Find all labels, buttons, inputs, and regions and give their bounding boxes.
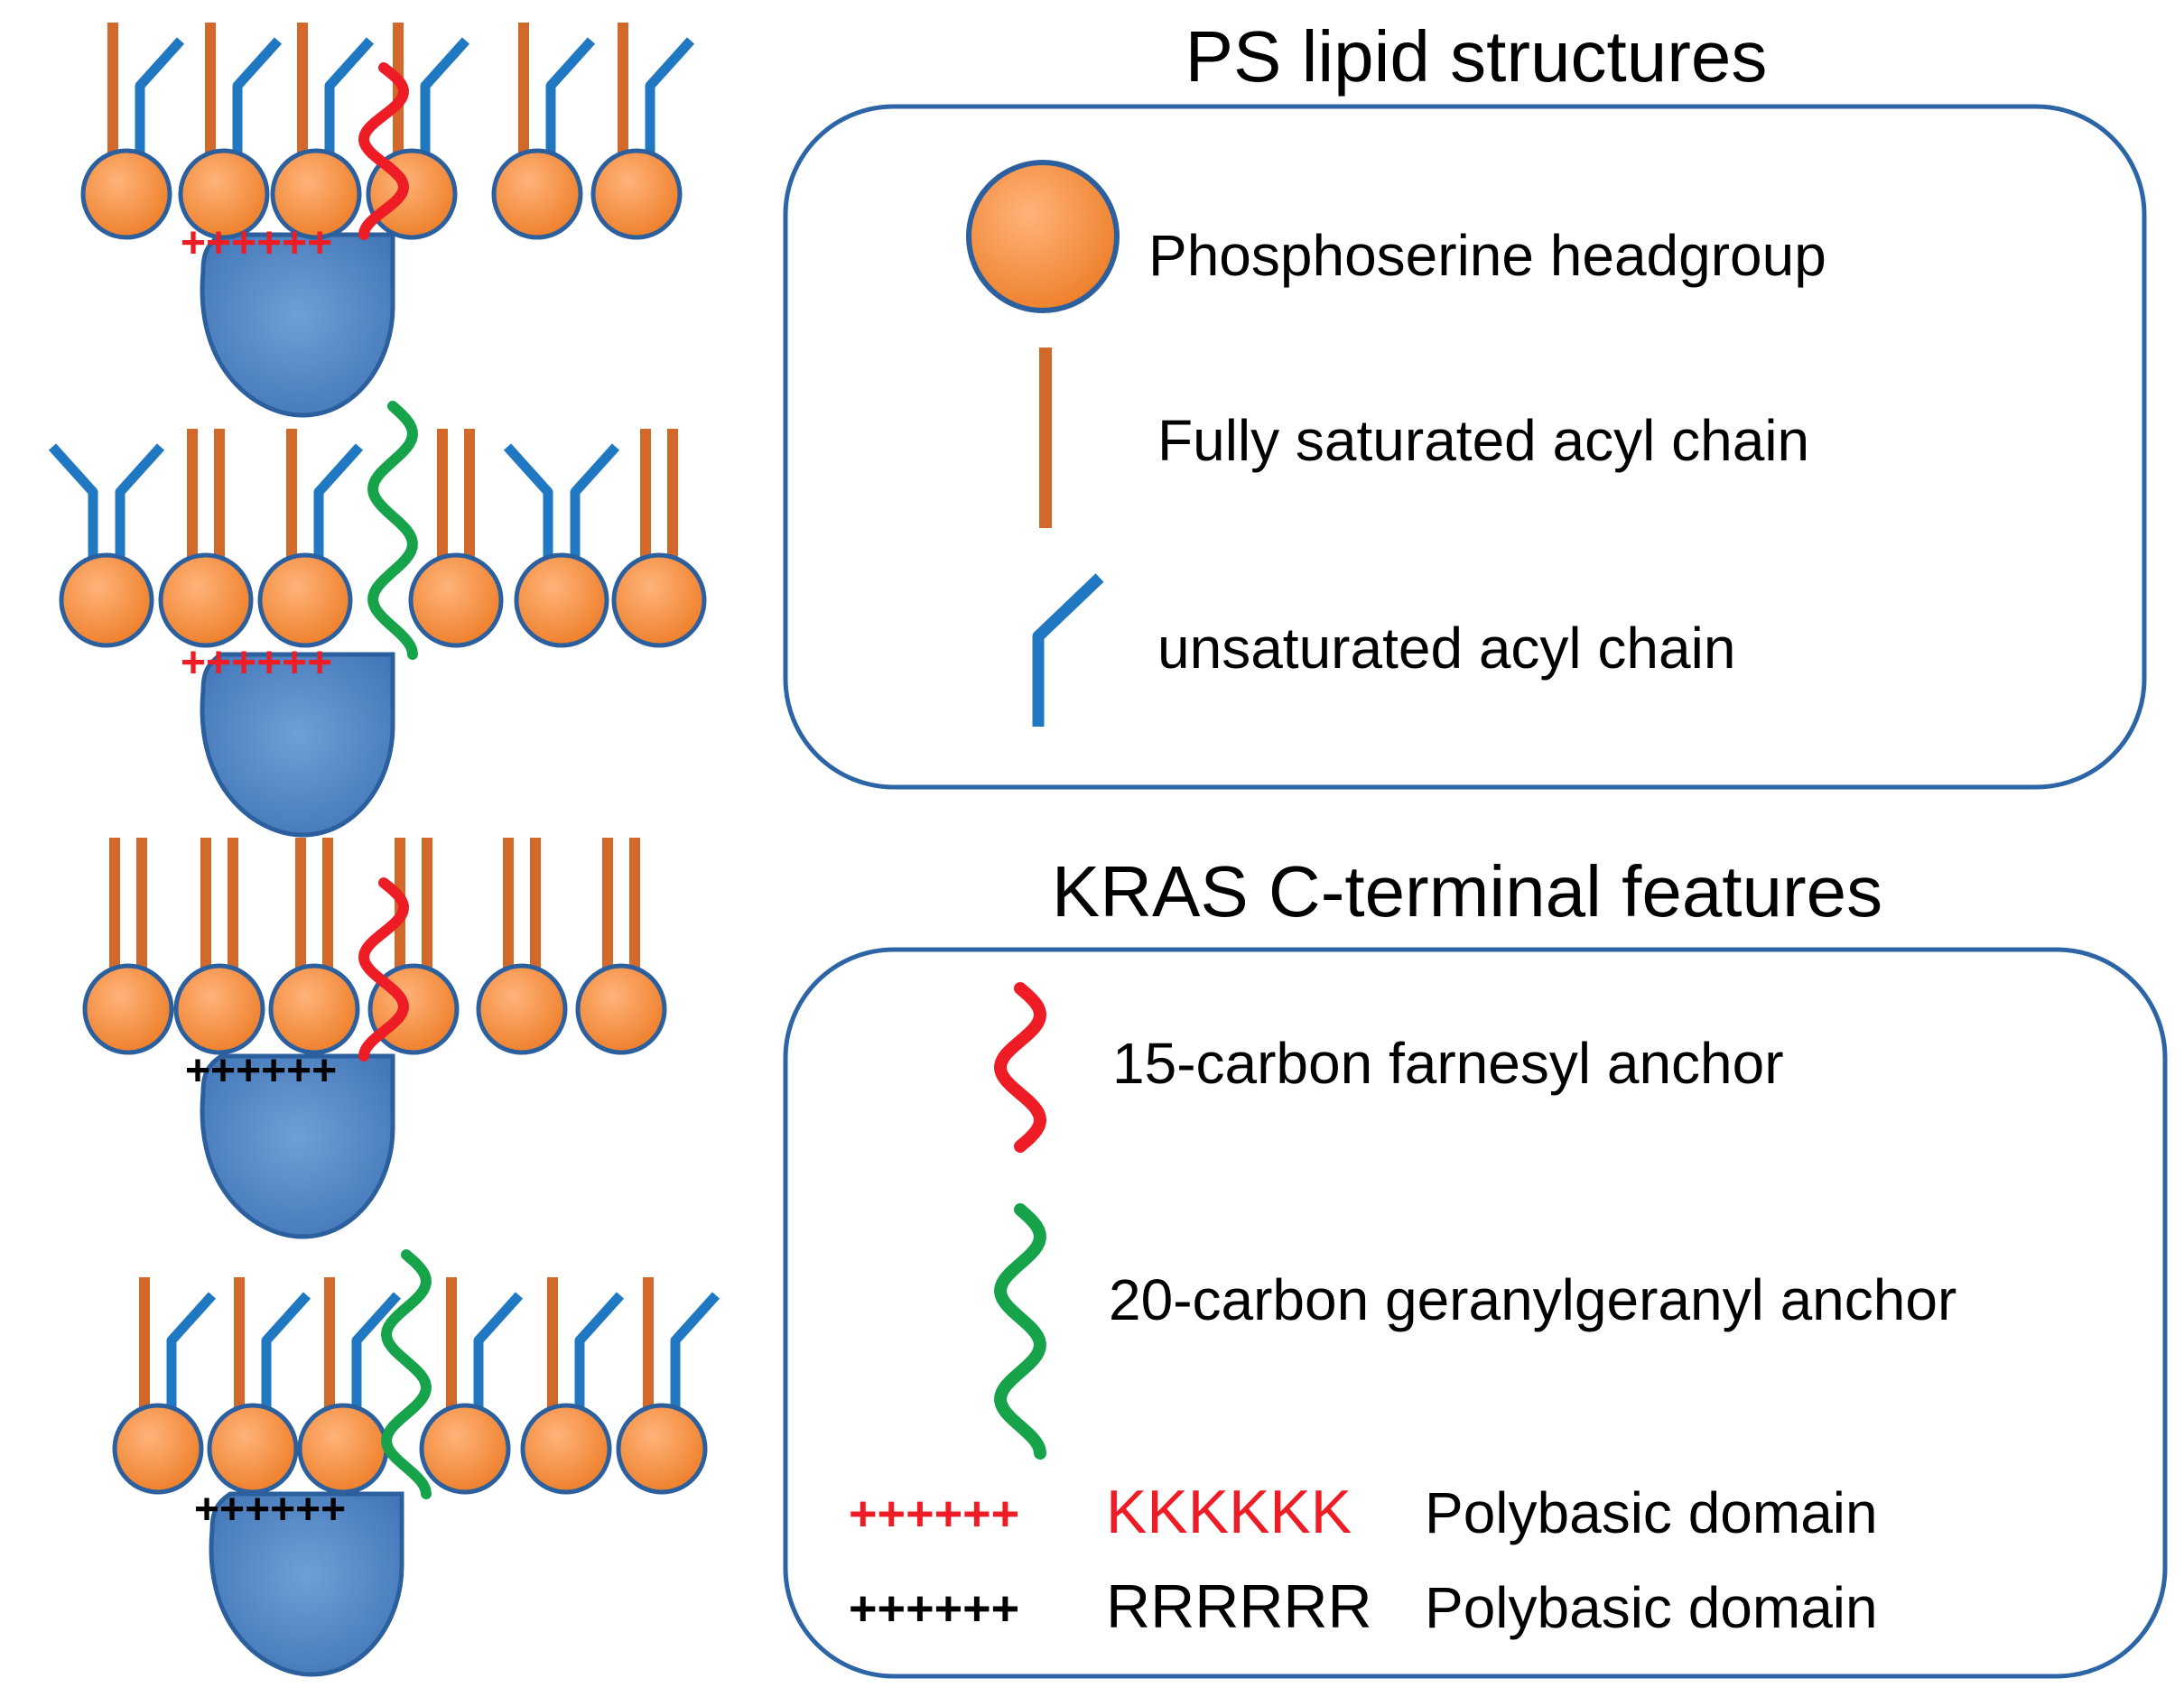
legend-item-saturated: Fully saturated acyl chain (1157, 408, 1809, 473)
geranylgeranyl-anchor-icon (993, 1203, 1046, 1460)
phosphoserine-headgroup (112, 1403, 204, 1495)
phosphoserine-headgroup (575, 963, 667, 1055)
phosphoserine-headgroup (59, 552, 154, 648)
phosphoserine-headgroup (207, 1403, 299, 1495)
farnesyl-anchor-icon (993, 982, 1047, 1153)
unsaturated-acyl-chain (115, 443, 165, 559)
phosphoserine-headgroup (268, 963, 360, 1055)
membrane-panel-geranylgeranyl-lysine: ++++++ (48, 401, 707, 838)
phosphoserine-headgroup (476, 963, 568, 1055)
phosphoserine-headgroup (80, 148, 172, 240)
legend-lysine-code: KKKKKK (1106, 1478, 1352, 1546)
membrane-panel-geranylgeranyl-arginine: ++++++ (112, 1249, 720, 1677)
legend-arginine-code: RRRRRR (1106, 1572, 1372, 1641)
unsaturated-chain-icon (1032, 573, 1104, 727)
phosphoserine-headgroup (257, 552, 353, 648)
phosphoserine-headgroup (408, 552, 504, 648)
legend-kras-title: KRAS C-terminal features (1052, 851, 1882, 932)
unsaturated-acyl-chain (351, 1292, 402, 1409)
membrane-panel-farnesyl-arginine: ++++++ (82, 838, 667, 1239)
unsaturated-acyl-chain (48, 443, 98, 559)
farnesyl-anchor (358, 62, 410, 240)
phosphoserine-headgroup (590, 148, 683, 240)
unsaturated-acyl-chain (420, 37, 470, 154)
phosphoserine-headgroup (520, 1403, 612, 1495)
lysine-charge-symbols: ++++++ (181, 639, 332, 687)
lysine-charge-symbols: ++++++ (181, 219, 332, 267)
legend-lysine-label: Polybasic domain (1425, 1480, 1878, 1545)
legend-item-unsaturated: unsaturated acyl chain (1157, 616, 1735, 681)
phosphoserine-headgroup (616, 1403, 708, 1495)
farnesyl-anchor (358, 877, 410, 1062)
legend-item-farnesyl: 15-carbon farnesyl anchor (1112, 1031, 1784, 1096)
unsaturated-acyl-chain (545, 37, 596, 154)
unsaturated-acyl-chain (670, 1292, 720, 1409)
unsaturated-acyl-chain (324, 37, 375, 154)
geranylgeranyl-anchor (367, 401, 418, 660)
unsaturated-acyl-chain (574, 1292, 625, 1409)
kras-protein-body (200, 652, 395, 838)
unsaturated-acyl-chain (261, 1292, 311, 1409)
phosphoserine-headgroup (297, 1403, 389, 1495)
kras-protein-body (209, 1491, 404, 1677)
unsaturated-acyl-chain (313, 443, 364, 559)
legend-lipid-structures: PS lipid structures Phosphoserine headgr… (783, 16, 2147, 790)
unsaturated-acyl-chain (135, 37, 185, 154)
kras-protein-body (200, 232, 395, 418)
legend-arginine-symbol: ++++++ (849, 1581, 1019, 1636)
phosphoserine-headgroup (82, 963, 174, 1055)
phosphoserine-headgroup (158, 552, 254, 648)
arginine-charge-symbols: ++++++ (185, 1047, 337, 1095)
legend-arginine-label: Polybasic domain (1425, 1575, 1878, 1640)
legend-kras-features: KRAS C-terminal features 15-carbon farne… (783, 851, 2168, 1679)
phosphoserine-headgroup (514, 552, 609, 648)
unsaturated-acyl-chain (473, 1292, 524, 1409)
legend-lipid-box (783, 104, 2147, 790)
phosphoserine-headgroup (611, 552, 707, 648)
phosphoserine-headgroup (270, 148, 362, 240)
membrane-panel-farnesyl-lysine: ++++++ (80, 23, 695, 418)
headgroup-circle-icon (966, 160, 1120, 313)
arginine-charge-symbols: ++++++ (194, 1486, 346, 1534)
phosphoserine-headgroup (173, 963, 265, 1055)
phosphoserine-headgroup (419, 1403, 511, 1495)
legend-item-headgroup: Phosphoserine headgroup (1148, 223, 1826, 288)
unsaturated-acyl-chain (570, 443, 620, 559)
unsaturated-acyl-chain (166, 1292, 217, 1409)
legend-kras-box (783, 947, 2168, 1679)
kras-protein-body (200, 1053, 395, 1239)
unsaturated-acyl-chain (503, 443, 553, 559)
geranylgeranyl-anchor (380, 1249, 432, 1499)
legend-item-geranylgeranyl: 20-carbon geranylgeranyl anchor (1109, 1267, 1956, 1332)
legend-lipid-title: PS lipid structures (1185, 16, 1768, 97)
phosphoserine-headgroup (178, 148, 270, 240)
legend-lysine-symbol: ++++++ (849, 1487, 1019, 1541)
phosphoserine-headgroup (491, 148, 583, 240)
unsaturated-acyl-chain (645, 37, 695, 154)
unsaturated-acyl-chain (232, 37, 283, 154)
